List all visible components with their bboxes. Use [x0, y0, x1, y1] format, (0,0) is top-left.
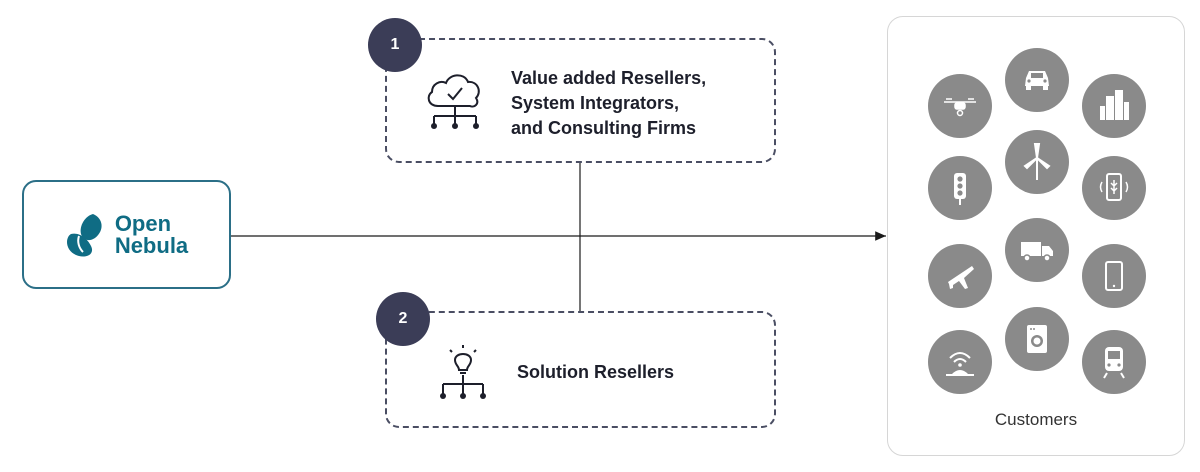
- partner-number-badge-1: 1: [368, 18, 422, 72]
- washing-machine-icon: [1005, 307, 1069, 371]
- brand-line-2: Nebula: [114, 232, 189, 258]
- wifi-sensor-icon: [928, 330, 992, 394]
- tablet-icon: [1082, 244, 1146, 308]
- customers-label: Customers: [994, 410, 1078, 429]
- partner-number-badge-2: 2: [376, 292, 430, 346]
- partner-label-1: Value added Resellers, System Integrator…: [511, 66, 761, 141]
- airplane-icon: [928, 244, 992, 308]
- partner-box-1: [385, 38, 776, 163]
- partner-1-line-1: Value added Resellers,: [511, 68, 707, 88]
- lightbulb-network-icon: [440, 345, 486, 399]
- partner-1-line-3: and Consulting Firms: [511, 118, 697, 138]
- truck-icon: [1005, 218, 1069, 282]
- building-icon: [1082, 74, 1146, 138]
- opennebula-leaf-icon: [66, 213, 102, 257]
- opennebula-logo-box: Open Nebula: [22, 180, 231, 289]
- cloud-network-icon: [427, 74, 480, 129]
- drone-icon: [928, 74, 992, 138]
- partner-2-line-1: Solution Resellers: [517, 362, 675, 382]
- train-icon: [1082, 330, 1146, 394]
- partner-box-2: [385, 311, 776, 428]
- car-icon: [1005, 48, 1069, 112]
- wind-turbine-icon: [1005, 130, 1069, 194]
- opennebula-wordmark: Open Nebula: [114, 210, 189, 258]
- smart-farming-phone-icon: [1082, 156, 1146, 220]
- partner-label-2: Solution Resellers: [517, 360, 767, 385]
- partner-1-line-2: System Integrators,: [511, 93, 680, 113]
- brand-line-1: Open: [114, 210, 172, 236]
- traffic-light-icon: [928, 156, 992, 220]
